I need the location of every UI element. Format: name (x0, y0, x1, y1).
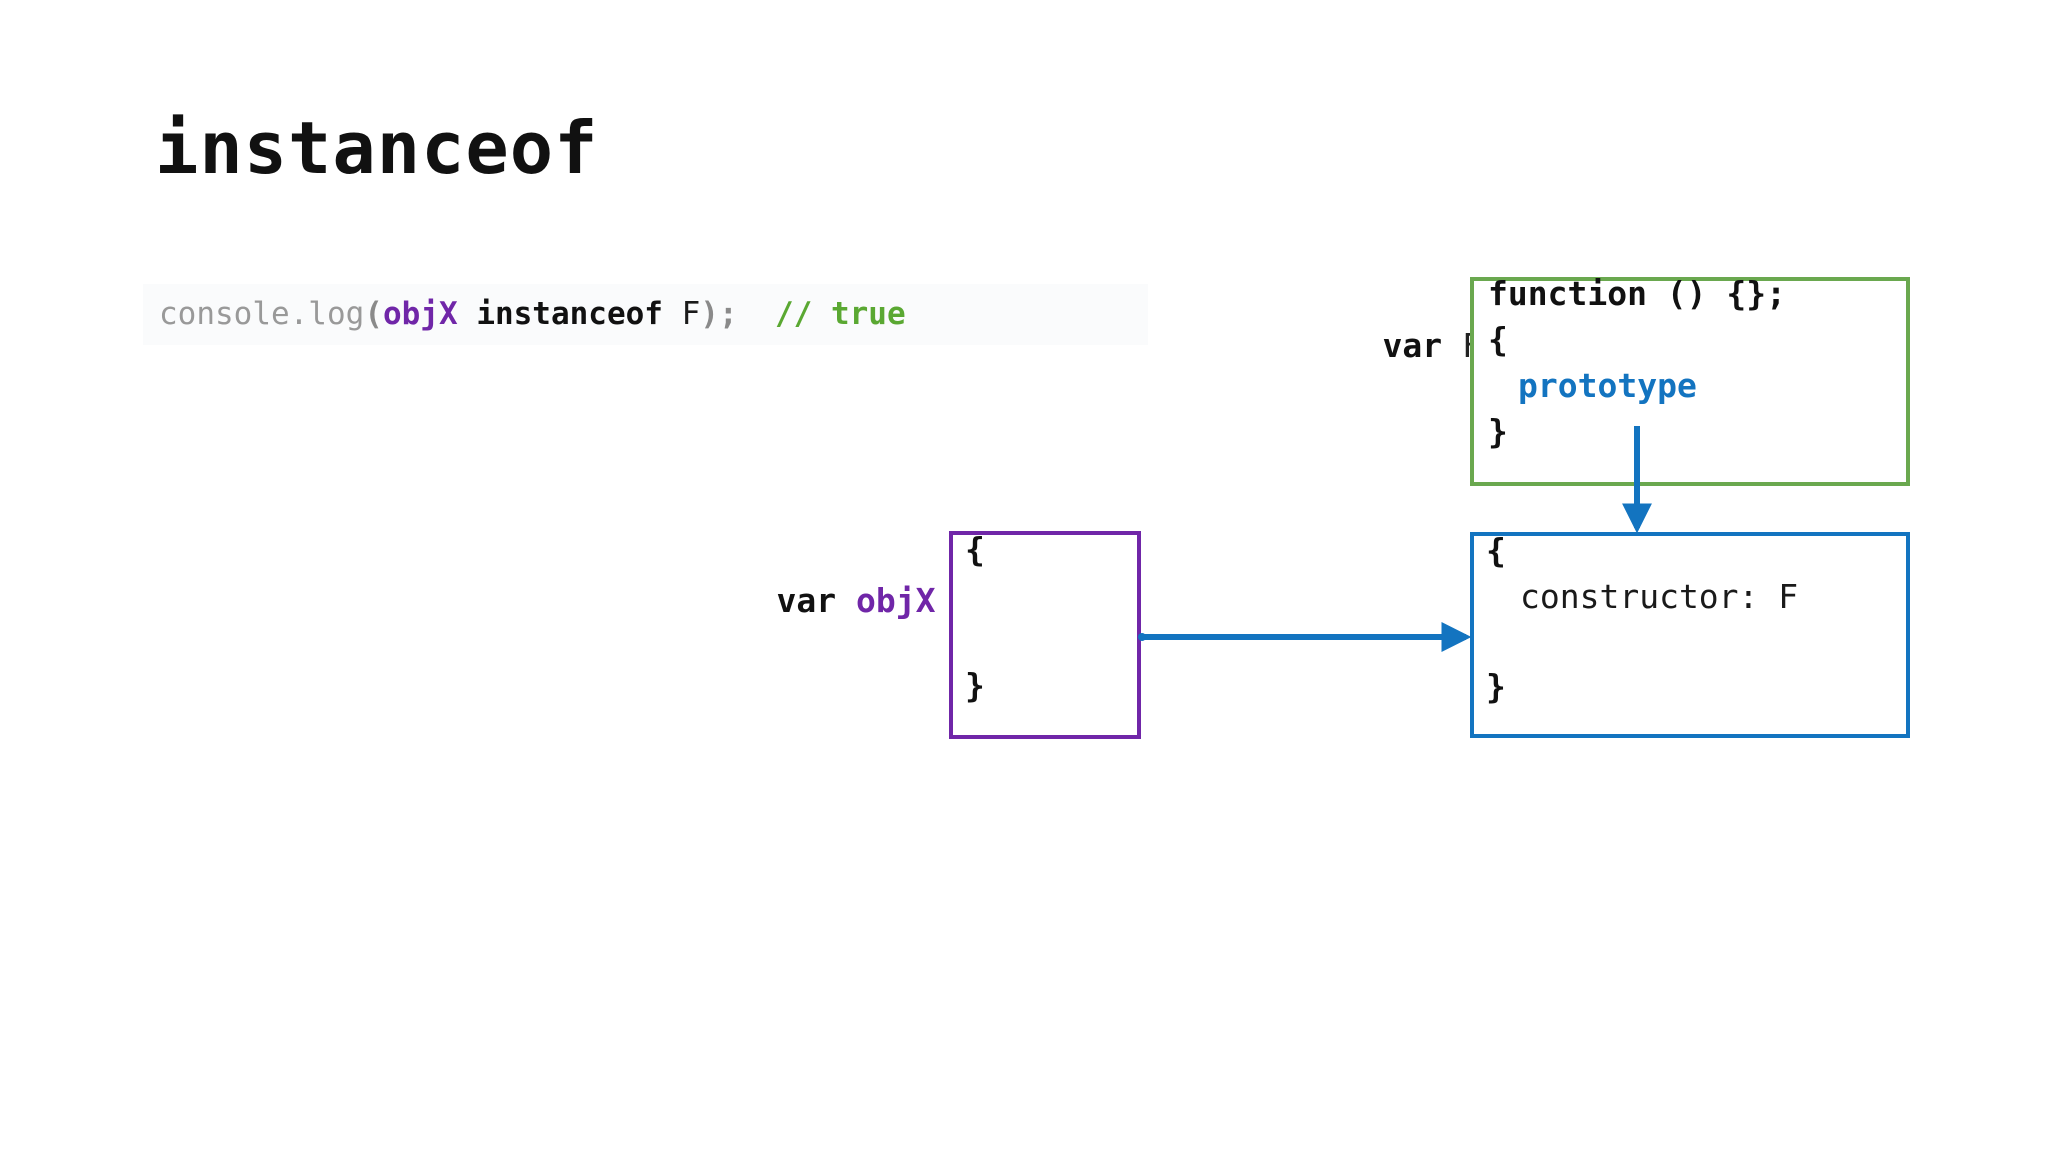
code-token-comment: // true (774, 296, 906, 332)
prototype-object-box: { constructor: F } (1470, 532, 1910, 738)
object-box: { } (949, 531, 1141, 739)
function-box: function () {}; { prototype } (1470, 277, 1910, 486)
code-line: console.log(objX instanceof F); // true (159, 299, 906, 330)
page-title: instanceof (155, 106, 599, 190)
object-keyword-var: var (776, 581, 837, 620)
object-name-label: objX (855, 581, 936, 620)
spacer-1 (1442, 326, 1462, 365)
code-token-space-1 (458, 296, 477, 332)
code-token-close-paren: ) (700, 296, 719, 332)
object-assignment-label: var objX = (697, 551, 975, 650)
code-token-semicolon: ; (718, 296, 738, 332)
function-box-line-4: } (1488, 412, 1508, 451)
function-box-line-2: { (1488, 320, 1508, 359)
prototype-box-line-1: { (1486, 531, 1506, 570)
code-token-keyword: instanceof (476, 296, 663, 332)
prototype-box-constructor: constructor: F (1520, 577, 1799, 616)
prototype-label: prototype (1518, 366, 1697, 405)
prototype-box-line-3: } (1486, 667, 1506, 706)
code-token-arg-ctor: F (681, 296, 701, 332)
code-token-arg-obj: objX (382, 296, 458, 332)
object-box-line-2: } (965, 666, 985, 705)
function-keyword-var: var (1382, 326, 1443, 365)
code-token-gap (738, 296, 775, 332)
object-box-line-1: { (965, 530, 985, 569)
spacer-3 (836, 581, 856, 620)
console-code-block: console.log(objX instanceof F); // true (143, 284, 1148, 345)
code-token-console-log: console.log (159, 296, 365, 332)
code-token-space-2 (663, 296, 682, 332)
function-box-line-1: function () {}; (1488, 274, 1787, 313)
code-token-open-paren: ( (364, 296, 383, 332)
